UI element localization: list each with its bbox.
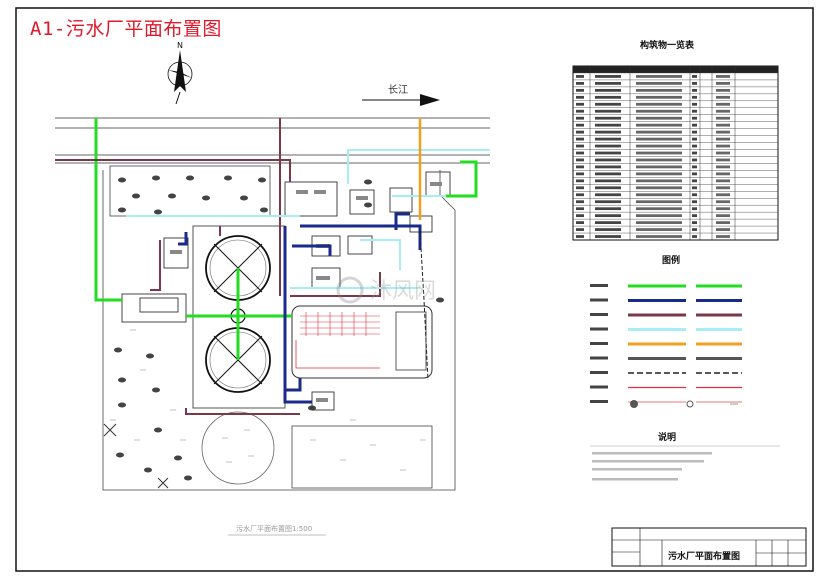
drawing-frame [15, 7, 814, 572]
water-pipeline [126, 149, 490, 289]
circular-lawn [201, 411, 275, 485]
scale-caption: 污水厂平面布置图1:500 [236, 524, 312, 533]
legend-item [590, 400, 742, 403]
dashed-pipeline [419, 229, 429, 381]
legend-item [590, 371, 742, 374]
legend-symbols [630, 400, 738, 408]
grass-marks [110, 329, 426, 471]
sewage-pipeline [178, 212, 422, 404]
legend-item [590, 356, 742, 360]
legend-item [590, 327, 742, 331]
river-direction: 长江 [362, 84, 440, 106]
road-lines [55, 117, 490, 164]
drawing-name: 污水厂平面布置图 [668, 550, 740, 562]
title-block: 污水厂平面布置图 [611, 527, 807, 567]
aeration-tank [291, 305, 433, 379]
north-arrow-icon: N [167, 41, 193, 105]
arrow-right-icon [420, 94, 440, 106]
legend-title: 图例 [662, 254, 680, 266]
river-label: 长江 [388, 84, 408, 96]
watermark: 沐风网 [336, 276, 436, 304]
notes-lines [592, 452, 712, 481]
tree-icons [114, 175, 444, 481]
watermark-text: 沐风网 [370, 279, 436, 304]
sludge-pipeline [94, 118, 478, 360]
structures-table-title: 构筑物一览表 [640, 39, 695, 51]
north-label: N [177, 41, 183, 50]
legend-item [590, 284, 742, 288]
aeration-grid [300, 312, 380, 336]
legend-item [590, 298, 742, 302]
notes-title: 说明 [658, 431, 676, 443]
legend [590, 284, 742, 403]
overflow-pipeline [55, 118, 381, 415]
legend-item [590, 313, 742, 317]
drawing-title: A1-污水厂平面布置图 [30, 18, 222, 40]
legend-item [590, 342, 742, 346]
structures-table [572, 65, 779, 241]
legend-item [590, 385, 742, 389]
